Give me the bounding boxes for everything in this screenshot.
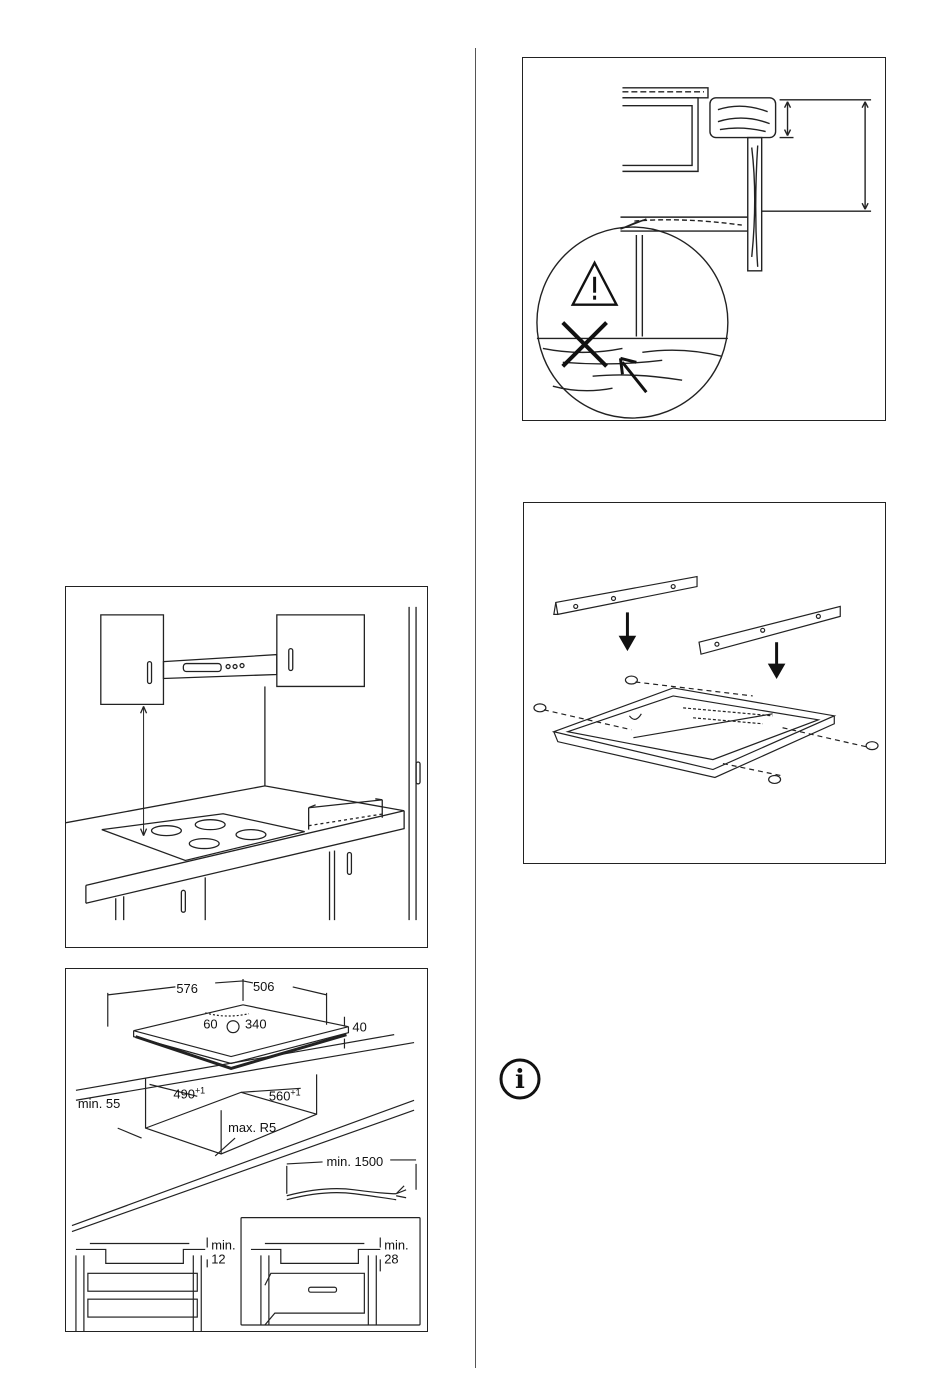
- angle-left-label: 60: [203, 1017, 217, 1032]
- min-side-label: min. 55: [78, 1096, 120, 1111]
- radius-label: max. R5: [228, 1120, 276, 1135]
- clearance-1-min: min.: [211, 1237, 235, 1252]
- dimension-labels: 576 506 60 340 40 min. 55 490+1 560+1 ma…: [78, 979, 409, 1266]
- clearance-2-min: min.: [384, 1237, 408, 1252]
- angle-right-label: 340: [245, 1017, 267, 1032]
- worktop-warning-drawing: [523, 58, 885, 420]
- clearance-1-value: 12: [211, 1251, 225, 1266]
- figure-dimensions: 576 506 60 340 40 min. 55 490+1 560+1 ma…: [65, 968, 428, 1332]
- figure-mounting-brackets: [523, 502, 886, 864]
- figure-kitchen-installation: [65, 586, 428, 948]
- cutout-depth-label: 560+1: [269, 1087, 301, 1103]
- cutout-width-label: 490+1: [173, 1085, 205, 1101]
- height-label: 40: [352, 1020, 366, 1035]
- clearance-2-value: 28: [384, 1251, 398, 1266]
- figure-worktop-warning: [522, 57, 886, 421]
- cross-icon: [563, 323, 607, 367]
- depth-label: 506: [253, 979, 275, 994]
- dimensions-drawing: 576 506 60 340 40 min. 55 490+1 560+1 ma…: [66, 969, 427, 1331]
- down-arrow-icons: [619, 612, 784, 678]
- width-label: 576: [176, 981, 198, 996]
- kitchen-installation-drawing: [66, 587, 427, 947]
- warning-triangle-icon: [573, 263, 617, 305]
- cable-length-label: min. 1500: [327, 1154, 384, 1169]
- info-glyph: i: [515, 1065, 525, 1095]
- column-divider: [475, 48, 476, 1368]
- mounting-brackets-drawing: [524, 503, 885, 863]
- info-icon: i: [498, 1057, 542, 1101]
